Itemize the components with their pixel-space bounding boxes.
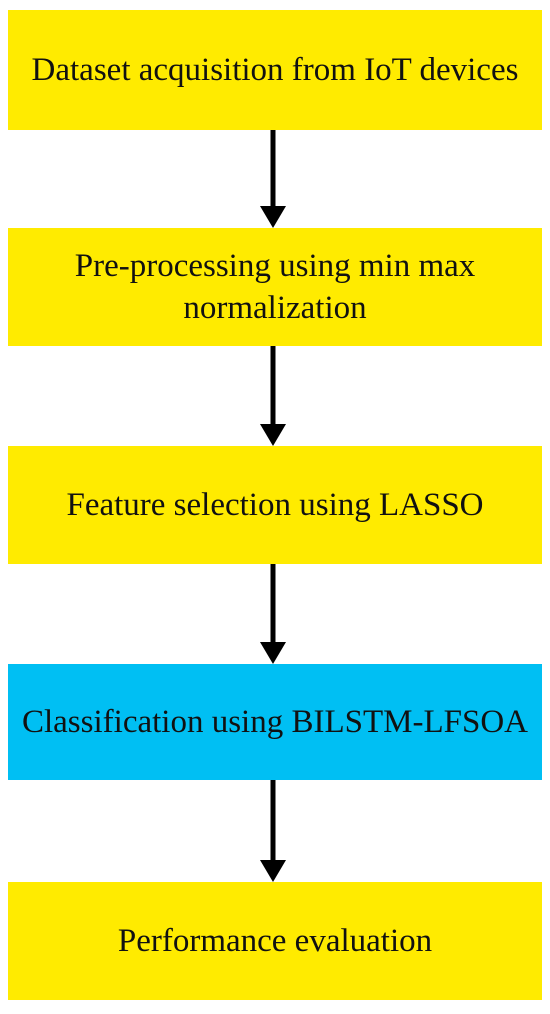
arrow-down-2 bbox=[260, 346, 286, 446]
step-label: Performance evaluation bbox=[117, 923, 433, 959]
step-performance-evaluation: Performance evaluation bbox=[8, 882, 542, 1000]
arrow-head bbox=[260, 642, 286, 664]
arrow-down-3 bbox=[260, 564, 286, 664]
step-preprocessing: Pre-processing using min max normalizati… bbox=[8, 228, 542, 346]
step-label: Feature selection using LASSO bbox=[66, 487, 484, 523]
arrow-down-1 bbox=[260, 130, 286, 228]
step-label: Dataset acquisition from IoT devices bbox=[31, 52, 519, 88]
arrow-down-4 bbox=[260, 780, 286, 882]
step-label: Pre-processing using min max normalizati… bbox=[74, 248, 476, 326]
arrow-head bbox=[260, 424, 286, 446]
step-dataset-acquisition: Dataset acquisition from IoT devices bbox=[8, 10, 542, 130]
step-feature-selection: Feature selection using LASSO bbox=[8, 446, 542, 564]
arrow-head bbox=[260, 860, 286, 882]
arrow-head bbox=[260, 206, 286, 228]
step-label: Classification using BILSTM-LFSOA bbox=[21, 704, 528, 740]
step-classification: Classification using BILSTM-LFSOA bbox=[8, 664, 542, 780]
